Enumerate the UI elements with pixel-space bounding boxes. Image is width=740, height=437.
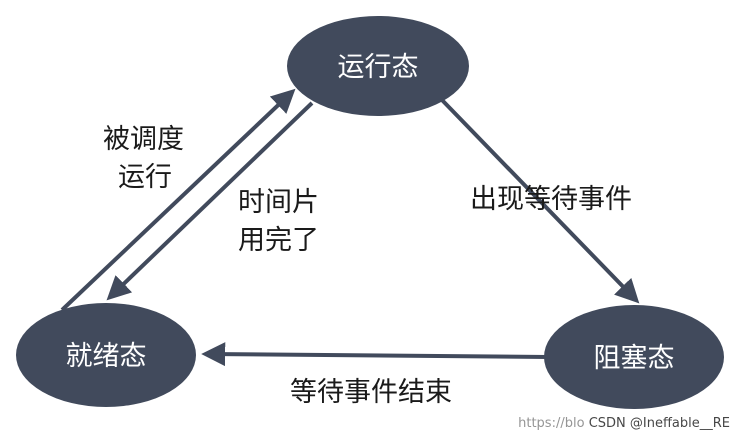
watermark-site: https://blo <box>518 416 585 431</box>
arrow-running-to-ready <box>106 101 314 301</box>
state-node-ready: 就绪态 <box>16 303 196 407</box>
edge-label-timeout-line1: 时间片 <box>238 187 319 218</box>
arrow-running-to-blocked <box>440 98 640 304</box>
state-label-running: 运行态 <box>338 52 419 83</box>
state-label-ready: 就绪态 <box>66 341 147 372</box>
state-label-blocked: 阻塞态 <box>594 343 675 374</box>
state-node-running: 运行态 <box>287 16 469 116</box>
watermark: https://blo CSDN @Ineffable__RE <box>518 416 730 431</box>
arrow-ready-to-running <box>60 88 296 312</box>
watermark-user: CSDN @Ineffable__RE <box>588 416 730 431</box>
edge-label-timeout-line2: 用完了 <box>238 225 319 256</box>
edge-label-dispatch-line1: 被调度 <box>103 124 184 155</box>
edge-label-dispatch-line2: 运行 <box>118 162 172 193</box>
edge-label-wait: 出现等待事件 <box>470 184 632 215</box>
arrow-blocked-to-ready <box>201 342 549 367</box>
state-node-blocked: 阻塞态 <box>544 305 724 409</box>
edge-label-wait-end: 等待事件结束 <box>290 377 452 408</box>
